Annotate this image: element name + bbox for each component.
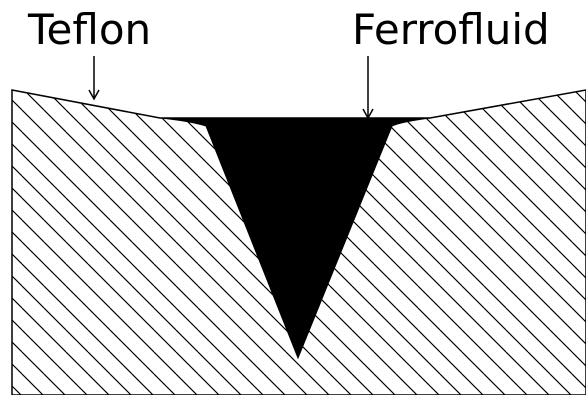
ferrofluid-label: Ferrofluid <box>352 5 550 54</box>
teflon-arrow <box>88 56 100 101</box>
ferrofluid-region <box>159 117 431 360</box>
teflon-label: Teflon <box>27 5 151 54</box>
ferrofluid-arrow <box>362 56 374 120</box>
